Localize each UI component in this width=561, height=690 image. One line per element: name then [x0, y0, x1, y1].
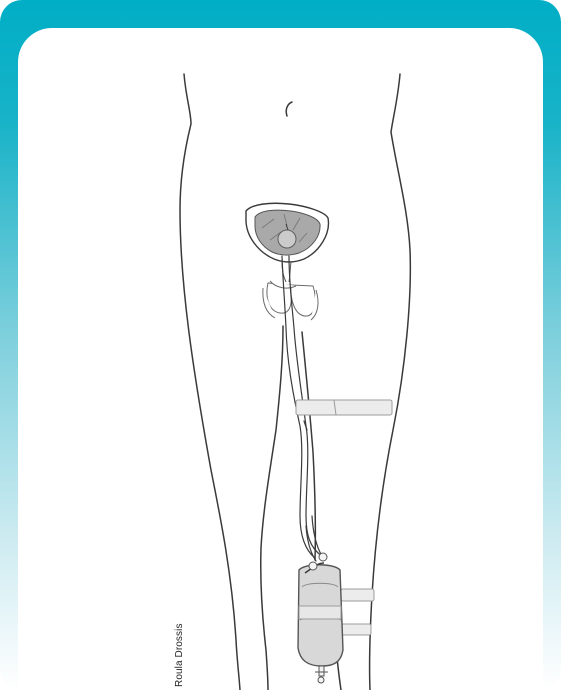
image-credit: Roula Drossis [174, 623, 185, 687]
thigh-strap [296, 400, 392, 415]
left-inner-leg [261, 326, 283, 690]
leg-straps [339, 589, 374, 635]
body-outline [180, 74, 410, 690]
bladder [246, 203, 328, 282]
navel-mark [286, 102, 292, 116]
right-body-edge [370, 74, 411, 690]
left-body-edge [180, 74, 240, 690]
leg-bag [298, 553, 343, 683]
